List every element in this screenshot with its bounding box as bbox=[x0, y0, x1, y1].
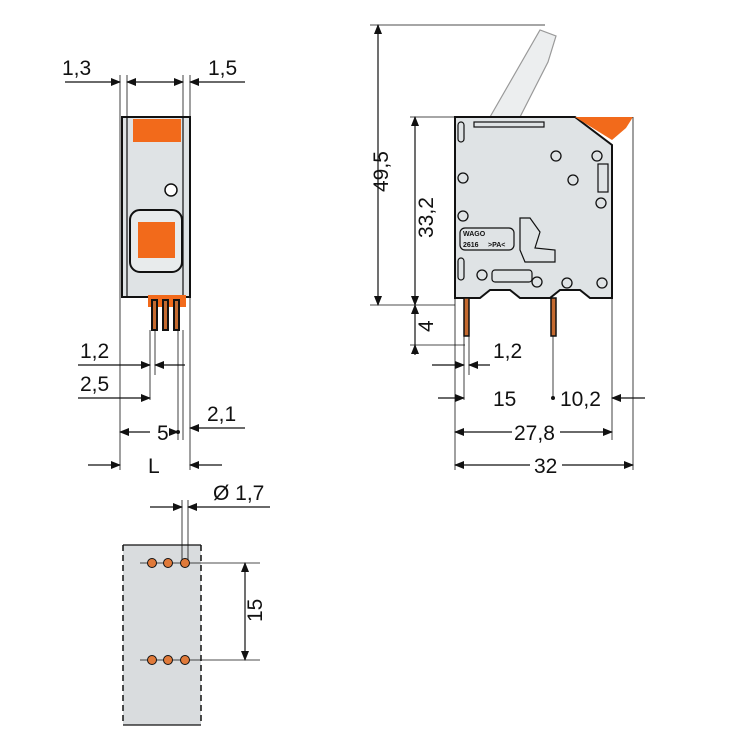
dim-pin-length: 4 bbox=[415, 320, 438, 332]
dim-pitch: 5 bbox=[157, 422, 169, 445]
dim-total-width: 32 bbox=[534, 455, 557, 478]
front-view: WAGO 2616 >PA< 49,5 33,2 4 1,2 15 10,2 2… bbox=[370, 24, 645, 478]
side-hole-icon bbox=[164, 183, 178, 197]
dim-width-L: L bbox=[148, 455, 160, 478]
dim-pin-offset: 2,5 bbox=[80, 373, 109, 396]
dim-total-height: 49,5 bbox=[370, 151, 393, 192]
operating-lever bbox=[488, 29, 557, 118]
footprint-holes bbox=[147, 558, 190, 665]
dim-hole-diameter: Ø 1,7 bbox=[213, 482, 264, 505]
part-number: 2616 bbox=[463, 242, 479, 249]
product-label bbox=[459, 227, 515, 251]
dim-right-pin: 2,1 bbox=[207, 403, 236, 426]
dim-body-width: 27,8 bbox=[514, 422, 555, 445]
logo-wago: WAGO bbox=[463, 231, 486, 238]
dim-row-spacing: 15 bbox=[244, 599, 267, 622]
side-pins bbox=[151, 299, 180, 331]
front-pins bbox=[463, 297, 557, 337]
front-housing bbox=[454, 116, 613, 299]
side-release-tab bbox=[133, 119, 181, 142]
dim-pin-width: 1,2 bbox=[80, 340, 109, 363]
side-view: 1,3 1,5 1,2 2,5 5 2,1 L bbox=[62, 57, 245, 478]
dim-body-height: 33,2 bbox=[415, 197, 438, 238]
dim-pin-spacing: 15 bbox=[493, 388, 516, 411]
pcb-footprint: Ø 1,7 15 bbox=[122, 482, 270, 726]
side-push-button-orange bbox=[138, 222, 175, 258]
dim-right-offset: 1,5 bbox=[208, 57, 237, 80]
dim-front-pin-width: 1,2 bbox=[493, 340, 522, 363]
front-screws bbox=[457, 150, 608, 289]
material-mark: >PA< bbox=[488, 242, 505, 249]
dim-pin-right: 10,2 bbox=[560, 388, 601, 411]
dim-left-offset: 1,3 bbox=[62, 57, 91, 80]
front-release-tab bbox=[575, 117, 633, 140]
